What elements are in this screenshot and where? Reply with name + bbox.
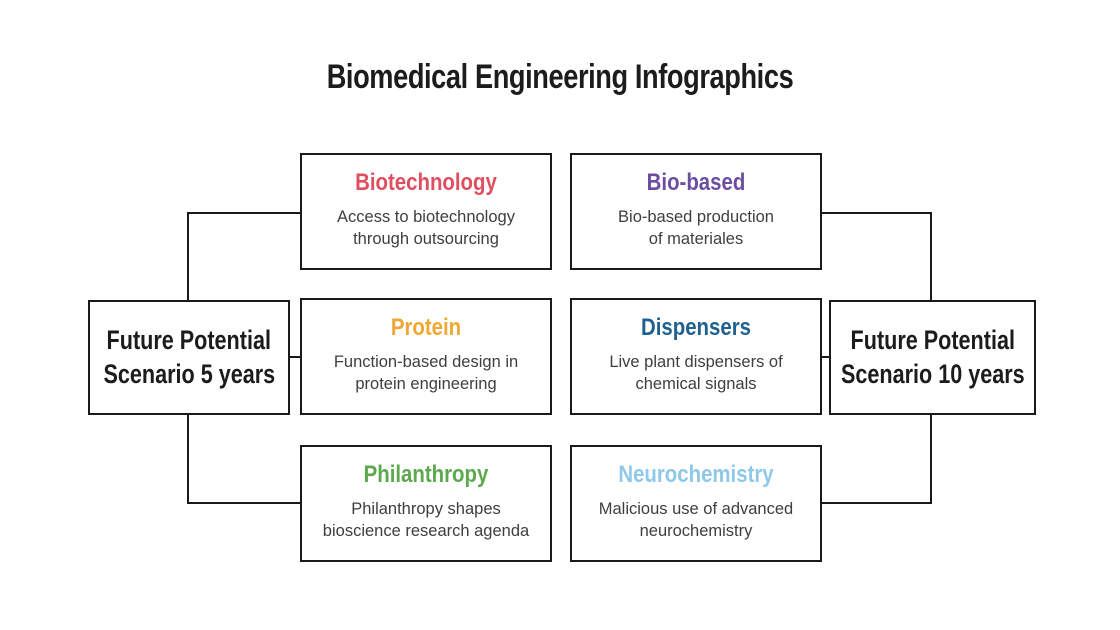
card-title: Biotechnology	[355, 169, 497, 196]
connector-right-middle-horizontal	[820, 356, 831, 358]
connector-right-bottom-horizontal	[820, 502, 932, 504]
card-title: Bio-based	[646, 169, 746, 196]
card-body-line: Bio-based production	[618, 207, 774, 226]
card-body-line: neurochemistry	[639, 521, 753, 540]
card-body-line: protein engineering	[355, 374, 497, 393]
card-title: Philanthropy	[363, 461, 489, 488]
card-body-line: of materiales	[648, 229, 744, 248]
card-bio-based: Bio-based Bio-based production of materi…	[570, 153, 822, 270]
connector-right-top-horizontal	[820, 212, 932, 214]
node-label-line: Future Potential	[106, 324, 272, 355]
node-label-line: Scenario 5 years	[103, 358, 275, 389]
connector-left-bottom-horizontal	[187, 502, 300, 504]
connector-left-bottom-vertical	[187, 413, 189, 504]
connector-left-middle-horizontal	[288, 356, 302, 358]
card-body: Philanthropy shapes bioscience research …	[302, 499, 550, 543]
card-body-line: Philanthropy shapes	[351, 499, 501, 518]
node-label-line: Future Potential	[850, 324, 1015, 355]
card-body-line: bioscience research agenda	[322, 521, 530, 540]
card-body: Access to biotechnology through outsourc…	[302, 207, 550, 251]
card-body-line: Access to biotechnology	[337, 207, 515, 226]
card-body-line: Live plant dispensers of	[609, 352, 783, 371]
card-body-line: through outsourcing	[353, 229, 499, 248]
node-scenario-5-years: Future Potential Scenario 5 years	[88, 300, 290, 415]
connector-right-top-vertical	[930, 212, 932, 302]
node-label-line: Scenario 10 years	[840, 358, 1025, 389]
node-scenario-10-years: Future Potential Scenario 10 years	[829, 300, 1036, 415]
connector-left-top-vertical	[187, 212, 189, 302]
card-body: Live plant dispensers of chemical signal…	[572, 352, 820, 396]
card-body-line: chemical signals	[635, 374, 757, 393]
card-biotechnology: Biotechnology Access to biotechnology th…	[300, 153, 552, 270]
card-philanthropy: Philanthropy Philanthropy shapes bioscie…	[300, 445, 552, 562]
card-body-line: Malicious use of advanced	[598, 499, 794, 518]
card-title: Protein	[390, 314, 462, 341]
card-title: Neurochemistry	[618, 461, 774, 488]
card-body: Malicious use of advanced neurochemistry	[572, 499, 820, 543]
connector-left-top-horizontal	[187, 212, 300, 214]
card-body-line: Function-based design in	[333, 352, 519, 371]
card-protein: Protein Function-based design in protein…	[300, 298, 552, 415]
card-dispensers: Dispensers Live plant dispensers of chem…	[570, 298, 822, 415]
connector-right-bottom-vertical	[930, 413, 932, 504]
card-title: Dispensers	[641, 314, 751, 341]
card-neurochemistry: Neurochemistry Malicious use of advanced…	[570, 445, 822, 562]
card-body: Function-based design in protein enginee…	[302, 352, 550, 396]
card-body: Bio-based production of materiales	[572, 207, 820, 251]
page-title: Biomedical Engineering Infographics	[326, 58, 794, 96]
